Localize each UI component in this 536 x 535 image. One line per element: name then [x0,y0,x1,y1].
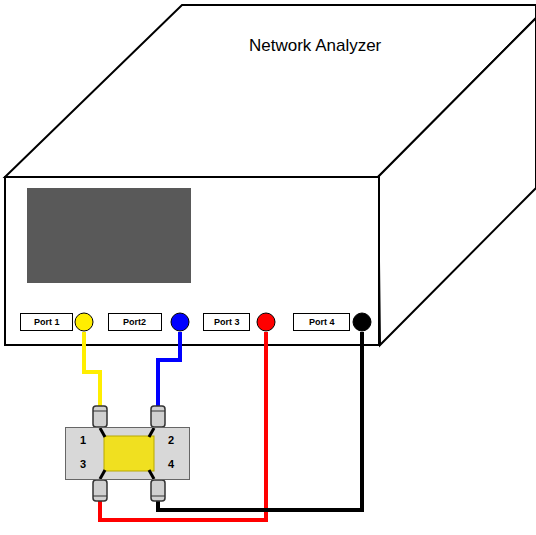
chip-lead [100,428,105,437]
port-node: Port 1 [20,312,94,332]
port-node: Port2 [108,312,190,332]
port-connector [170,312,190,332]
port-connector-circle [353,313,371,331]
chip-lead [149,428,154,437]
port-connector-circle [257,313,275,331]
pin-band [93,496,107,497]
port-connector-circle [75,313,93,331]
port-label-box: Port 4 [293,313,350,331]
analyzer-screen [27,188,191,283]
pin-connector [93,406,107,427]
device-title: Network Analyzer [249,36,381,56]
port-node: Port 4 [293,312,372,332]
port-label: Port 3 [214,317,240,327]
port-label-box: Port2 [108,313,162,331]
pin-number: 2 [168,434,174,446]
port-label-box: Port 1 [20,313,73,331]
port-connector [74,312,94,332]
port-node: Port 3 [203,312,276,332]
pin-connector [151,406,165,427]
pin-band [93,411,107,412]
pin-number: 4 [168,458,174,470]
pin-band [151,411,165,412]
port-label-box: Port 3 [203,313,250,331]
analyzer-front [5,177,379,345]
analyzer-box: Network AnalyzerPort 1 Port2 Port 3 Port 4 [0,0,536,350]
device-under-test: 1 2 3 4 [65,427,190,480]
cable [100,332,266,520]
port-connector [352,312,372,332]
port-label: Port 1 [34,317,60,327]
pin-band [151,496,165,497]
port-connector-circle [171,313,189,331]
pin-number: 3 [80,458,86,470]
cable [158,332,362,510]
port-label: Port 4 [309,317,335,327]
chip-body [104,436,154,471]
port-connector [256,312,276,332]
pin-connector [93,480,107,501]
analyzer-side [378,18,536,345]
pin-connector [151,480,165,501]
chip-lead [100,470,105,479]
pin-number: 1 [80,434,86,446]
chip-lead [149,470,154,479]
port-label: Port2 [123,317,146,327]
